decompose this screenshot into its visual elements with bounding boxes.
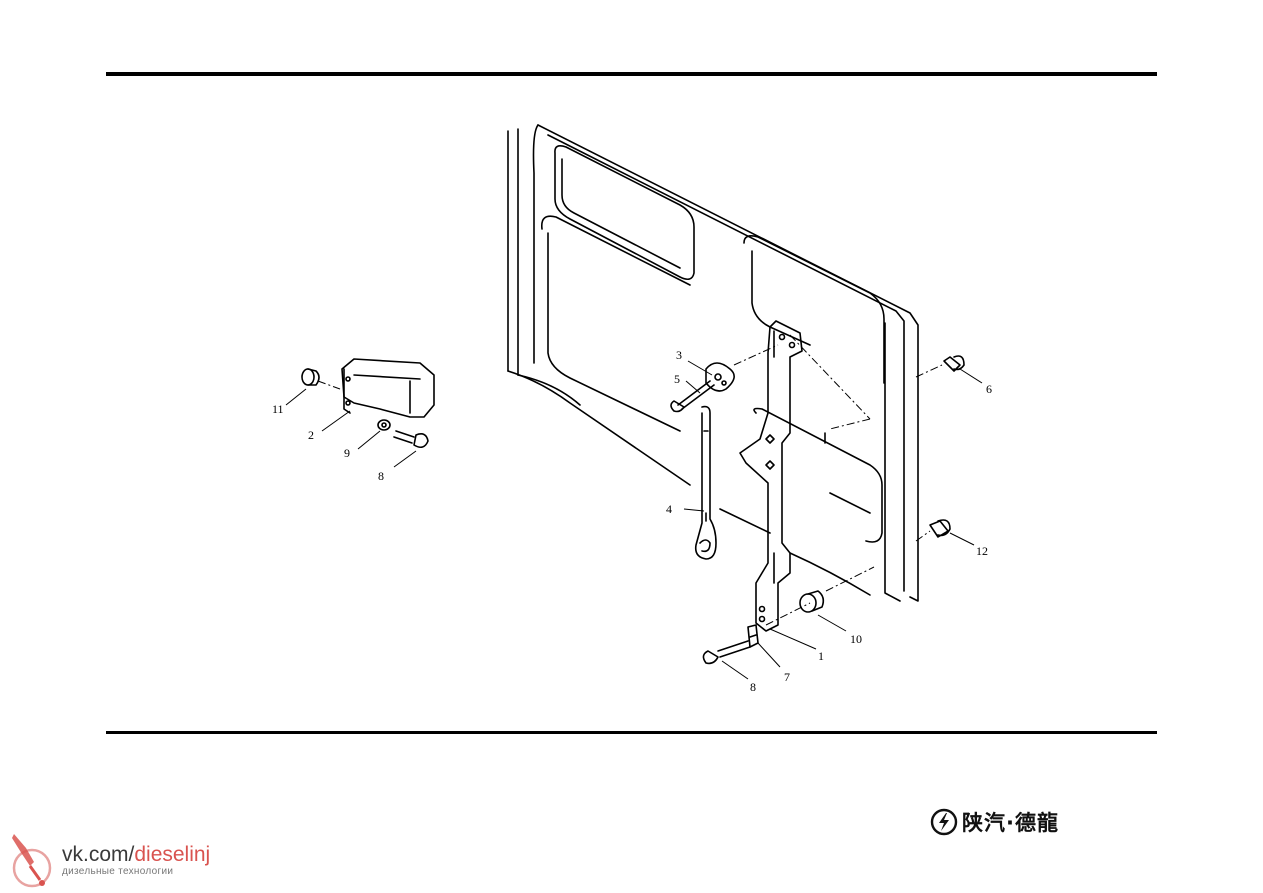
part-8-bolt-lower — [702, 640, 751, 665]
parts-diagram: 11 2 9 8 3 5 4 6 12 10 1 7 8 — [270, 113, 1000, 693]
shacman-logo-icon — [930, 808, 958, 836]
callout-8-upper: 8 — [378, 469, 384, 483]
callout-10: 10 — [850, 632, 862, 646]
part-11-bushing — [301, 368, 320, 386]
vk-watermark: vk.com/dieselinj дизельные технологии — [4, 828, 210, 892]
part-6-clip — [943, 355, 965, 372]
part-1-bracket — [739, 320, 803, 632]
part-4-strip — [694, 405, 717, 560]
callout-6: 6 — [986, 382, 992, 396]
callout-3: 3 — [676, 348, 682, 362]
part-2-bracket — [341, 358, 435, 418]
callout-8-lower: 8 — [750, 680, 756, 693]
shacman-brand: 陕汽·德龍 — [930, 804, 1059, 840]
part-5-screw — [670, 380, 715, 413]
callout-11: 11 — [272, 402, 284, 416]
watermark-url-accent: dieselinj — [134, 842, 211, 866]
bottom-rule — [106, 731, 1157, 734]
exploded-view-drawing: 11 2 9 8 3 5 4 6 12 10 1 7 8 — [272, 124, 992, 693]
callout-12: 12 — [976, 544, 988, 558]
part-12-clip — [929, 519, 951, 538]
callout-9: 9 — [344, 446, 350, 460]
injector-logo-icon — [12, 834, 52, 888]
watermark-subtitle: дизельные технологии — [62, 865, 174, 877]
callout-7: 7 — [784, 670, 790, 684]
part-8-bolt-upper — [393, 430, 429, 449]
part-7-clip — [747, 624, 759, 648]
part-10-bushing — [799, 590, 825, 613]
part-3-plate — [705, 362, 735, 392]
watermark-url[interactable]: vk.com/dieselinj — [62, 844, 210, 865]
watermark-url-prefix: vk.com/ — [62, 842, 135, 866]
top-rule — [106, 72, 1157, 76]
brand-text: 陕汽·德龍 — [962, 811, 1059, 835]
callout-4: 4 — [666, 502, 672, 516]
callout-2: 2 — [308, 428, 314, 442]
callout-1: 1 — [818, 649, 824, 663]
part-9-washer — [377, 419, 391, 431]
callout-5: 5 — [674, 372, 680, 386]
